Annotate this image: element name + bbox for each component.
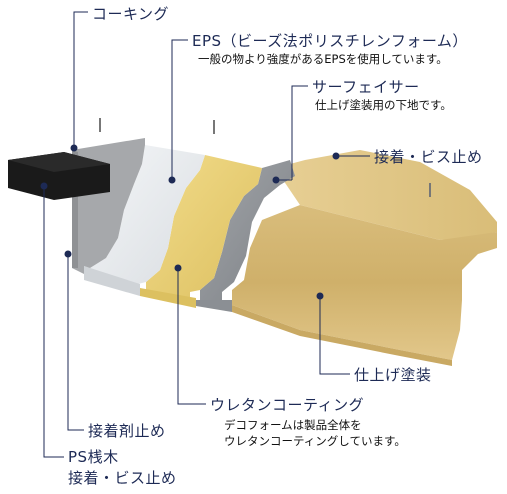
- label-caulking: コーキング: [92, 5, 170, 23]
- leader-lines: [43, 11, 370, 458]
- leader-ps-wood: [43, 186, 64, 458]
- label-eps-title: EPS（ビーズ法ポリスチレンフォーム）: [192, 32, 468, 50]
- label-surfacer-title: サーフェイサー: [312, 78, 420, 96]
- label-eps-desc: 一般の物より強度があるEPSを使用しています。: [198, 52, 448, 66]
- label-ps-bond-screw: 接着・ビス止め: [68, 469, 177, 487]
- dot-urethane: [174, 264, 182, 272]
- label-ps-wood: PS桟木: [68, 448, 119, 466]
- label-bond-screw: 接着・ビス止め: [374, 148, 483, 166]
- dot-eps: [168, 176, 176, 184]
- black-wood-bar-top: [8, 152, 110, 172]
- label-surfacer-desc: 仕上げ塗装用の下地です。: [315, 98, 452, 112]
- surfacer-layer: [200, 160, 295, 300]
- surfacer-base-strip: [196, 300, 232, 312]
- finish-front-face: [232, 205, 497, 360]
- cornice-product: [8, 118, 497, 366]
- dot-caulking: [70, 144, 78, 152]
- dot-finish: [316, 292, 324, 300]
- label-urethane-desc-1: デコフォームは製品全体を: [224, 418, 362, 432]
- leader-urethane: [177, 268, 206, 405]
- leader-dots: [40, 144, 340, 300]
- dot-ps-wood: [40, 182, 48, 190]
- dot-adhesive: [64, 250, 72, 258]
- eps-base-strip: [84, 266, 140, 296]
- leader-finish: [319, 296, 350, 375]
- leader-surfacer: [291, 85, 308, 180]
- leader-eps: [171, 39, 188, 180]
- label-urethane-title: ウレタンコーティング: [210, 396, 365, 414]
- urethane-layer: [146, 155, 262, 298]
- dot-bond-screw: [332, 152, 340, 160]
- leader-adhesive: [67, 254, 84, 431]
- label-adhesive: 接着剤止め: [88, 422, 166, 440]
- leader-caulking: [73, 11, 88, 148]
- label-urethane-desc-2: ウレタンコーティングしています。: [224, 434, 406, 448]
- eps-core: [90, 145, 205, 290]
- finish-top-surface: [275, 150, 497, 240]
- urethane-base-strip: [140, 288, 196, 308]
- label-finish-paint: 仕上げ塗装: [354, 366, 432, 384]
- finish-bottom-steps: [232, 305, 452, 366]
